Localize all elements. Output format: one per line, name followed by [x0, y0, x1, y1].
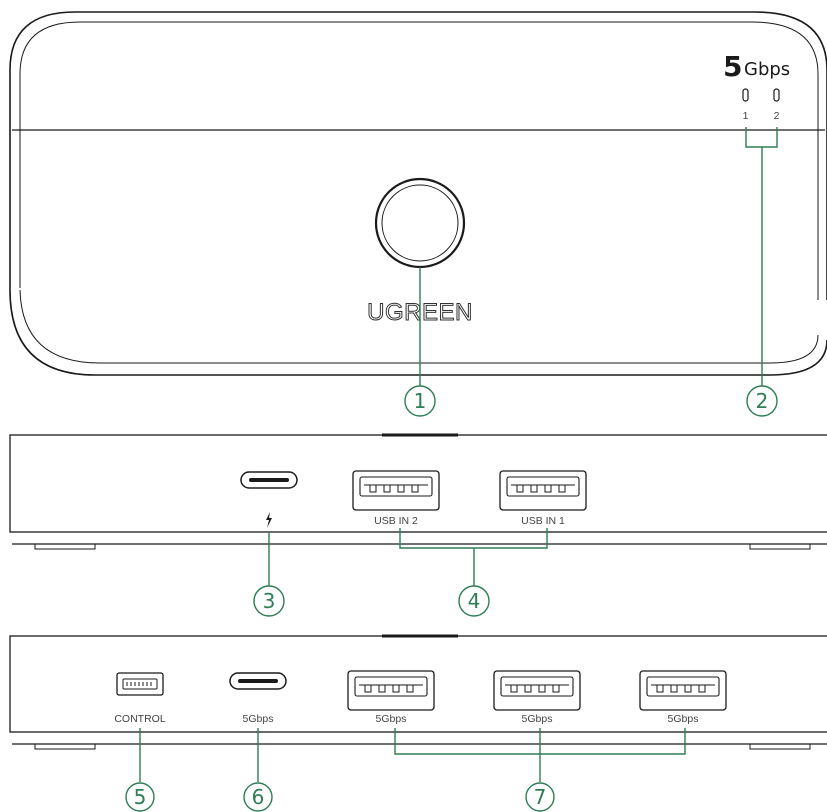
port-label-usb-in-2: USB IN 2: [374, 515, 418, 527]
usb-c-power-port-slot: [249, 478, 289, 482]
port-label-usb-c-5gbps: 5Gbps: [243, 713, 274, 725]
port-label-out-2-5gbps: 5Gbps: [522, 713, 553, 725]
leader-2: [745, 127, 778, 386]
callout-number-1: 1: [414, 389, 427, 413]
rear-panel: CONTROL 5Gbps 5Gbps 5Gbps 5Gbps: [9, 634, 827, 750]
rear-foot-left: [34, 743, 96, 750]
front-foot-right: [749, 543, 811, 550]
mini-usb-control-port: [116, 672, 164, 696]
callout-5: 5: [125, 782, 155, 812]
callout-number-5: 5: [134, 785, 147, 809]
top-view: UGREEN 5 Gbps 1 2: [9, 11, 827, 376]
switch-button-inner: [381, 184, 459, 262]
device-bottom-edge-inner: [19, 289, 819, 364]
callout-number-7: 7: [534, 785, 547, 809]
port-label-out-3-5gbps: 5Gbps: [668, 713, 699, 725]
callout-number-2: 2: [756, 389, 769, 413]
usb-c-data-port: [229, 672, 287, 690]
leader-7: [394, 728, 686, 782]
leader-lines: [139, 127, 778, 782]
led-indicator-2: [773, 88, 780, 102]
switch-button-outer: [374, 177, 466, 269]
speed-number: 5: [723, 50, 742, 83]
rear-panel-body: [9, 635, 827, 733]
device-bottom-edge: [9, 289, 827, 376]
callout-number-4: 4: [468, 589, 481, 613]
front-foot-left: [34, 543, 96, 550]
port-label-out-1-5gbps: 5Gbps: [376, 713, 407, 725]
usb-a-port-out-2: [493, 670, 581, 711]
rear-foot-right: [749, 743, 811, 750]
led-indicator-1: [742, 88, 749, 102]
usb-a-port-in2: [352, 470, 440, 511]
front-panel-body: [9, 434, 827, 533]
lightning-icon: [266, 512, 272, 528]
led-label-1: 1: [743, 110, 749, 122]
usb-c-data-port-slot: [238, 679, 278, 683]
usb-a-port-out-3: [639, 670, 727, 711]
callout-2: 2: [746, 385, 778, 417]
callout-4: 4: [458, 585, 490, 617]
callout-number-6: 6: [252, 785, 265, 809]
front-panel: USB IN 2 USB IN 1: [9, 433, 827, 550]
led-label-2: 2: [774, 110, 780, 122]
callout-6: 6: [243, 782, 273, 812]
device-top-outline: [9, 11, 827, 300]
callout-number-3: 3: [263, 589, 276, 613]
callout-7: 7: [525, 782, 555, 812]
port-label-control: CONTROL: [114, 713, 165, 725]
speed-unit: Gbps: [744, 59, 790, 80]
usb-a-port-out-1: [347, 670, 435, 711]
device-top-outline-inner: [19, 21, 819, 300]
usb-a-port-in1: [499, 470, 587, 511]
port-label-usb-in-1: USB IN 1: [521, 515, 565, 527]
leader-4: [399, 528, 548, 586]
usb-c-power-port: [240, 471, 298, 489]
callout-1: 1: [404, 385, 436, 417]
callout-3: 3: [253, 585, 285, 617]
